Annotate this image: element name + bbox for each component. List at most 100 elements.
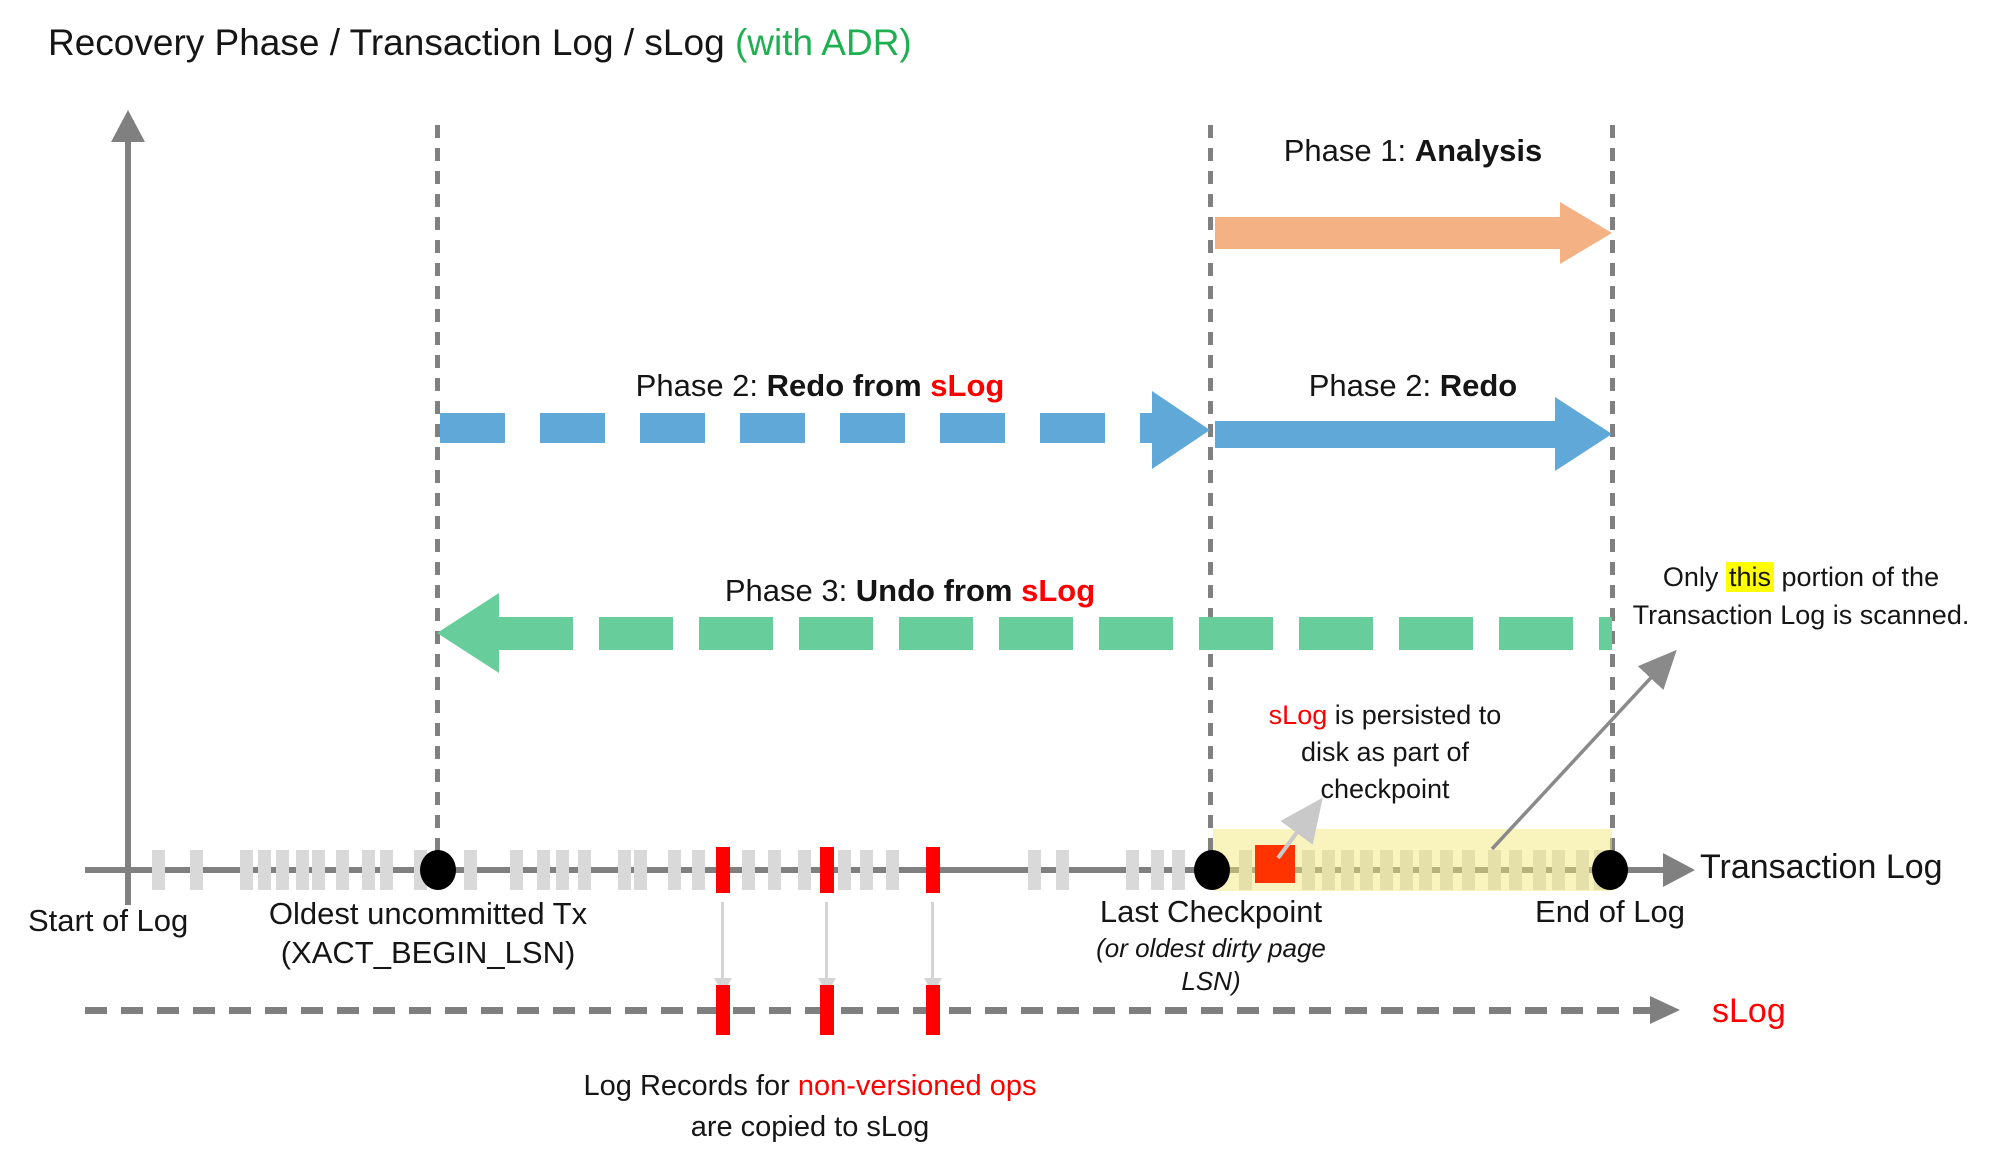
log-record-tick xyxy=(634,850,647,890)
log-record-tick xyxy=(1341,850,1354,890)
non-versioned-op-tick xyxy=(716,847,730,893)
log-record-tick xyxy=(258,850,271,890)
non-versioned-op-tick xyxy=(820,847,834,893)
phase2-slog-prefix: Phase 2: xyxy=(635,368,767,403)
log-record-tick xyxy=(838,850,851,890)
log-record-tick xyxy=(296,850,309,890)
phase1-analysis-arrow xyxy=(1215,217,1562,249)
log-record-tick xyxy=(1488,850,1501,890)
log-record-tick xyxy=(1419,850,1432,890)
persist-note: sLog is persisted to disk as part of che… xyxy=(1235,697,1535,808)
y-axis-line xyxy=(125,140,131,905)
phase2-redo-from-slog-arrowhead xyxy=(1152,391,1210,469)
persisted-slog-red-square xyxy=(1255,845,1295,883)
dashed-guide-line xyxy=(1208,125,1213,870)
scan-note-highlight: this xyxy=(1725,562,1774,592)
log-record-tick xyxy=(190,850,203,890)
log-record-tick xyxy=(618,850,631,890)
persist-note-rest: is persisted to xyxy=(1327,700,1502,730)
phase1-prefix: Phase 1: xyxy=(1283,133,1415,168)
transaction-log-line xyxy=(85,867,1663,873)
log-record-tick xyxy=(336,850,349,890)
log-record-tick xyxy=(312,850,325,890)
last-checkpoint-line3: LSN) xyxy=(1181,966,1241,996)
non-versioned-op-tick xyxy=(926,847,940,893)
title-main-text: Recovery Phase / Transaction Log / sLog xyxy=(48,22,735,63)
diagram-title: Recovery Phase / Transaction Log / sLog … xyxy=(48,22,912,64)
log-record-tick xyxy=(1028,850,1041,890)
phase2-redo-arrowhead xyxy=(1555,397,1612,471)
oldest-uncommitted-label: Oldest uncommitted Tx (XACT_BEGIN_LSN) xyxy=(228,894,628,972)
copy-note-red: non-versioned ops xyxy=(797,1070,1037,1102)
slog-record-tick xyxy=(716,985,730,1035)
log-record-tick xyxy=(510,850,523,890)
log-record-tick xyxy=(1462,850,1475,890)
oldest-uncommitted-line2: (XACT_BEGIN_LSN) xyxy=(280,935,576,970)
last-checkpoint-line2: (or oldest dirty page xyxy=(1096,933,1326,963)
log-record-tick xyxy=(1239,850,1252,890)
scan-note-pointer-arrow xyxy=(1490,649,1677,851)
log-record-tick xyxy=(1126,850,1139,890)
log-record-tick xyxy=(1509,850,1522,890)
phase2-name: Redo xyxy=(1439,368,1518,403)
log-record-tick xyxy=(362,850,375,890)
log-record-tick xyxy=(886,850,899,890)
transaction-log-arrowhead xyxy=(1663,853,1695,887)
phase3-undo-from-slog-arrow xyxy=(499,617,1612,650)
log-record-tick xyxy=(240,850,253,890)
phase2-slog-source: sLog xyxy=(930,368,1005,403)
log-record-tick xyxy=(1440,850,1453,890)
phase2-prefix: Phase 2: xyxy=(1308,368,1440,403)
phase2-slog-label: Phase 2: Redo from sLog xyxy=(430,368,1210,404)
end-of-log-label: End of Log xyxy=(1535,894,1685,929)
log-record-tick xyxy=(1151,850,1164,890)
transaction-log-label: Transaction Log xyxy=(1700,848,1943,886)
persist-note-line3: checkpoint xyxy=(1320,774,1450,804)
persist-note-line2: disk as part of xyxy=(1300,737,1470,767)
log-record-tick xyxy=(742,850,755,890)
persist-note-pointer-arrow xyxy=(1276,797,1323,860)
phase1-name: Analysis xyxy=(1414,133,1543,168)
copy-to-slog-arrow-line xyxy=(721,902,724,978)
slog-arrowhead xyxy=(1650,996,1680,1024)
dashed-guide-line xyxy=(1610,125,1615,870)
phase3-label: Phase 3: Undo from sLog xyxy=(500,573,1320,609)
scan-note-line2: Transaction Log is scanned. xyxy=(1632,600,1970,630)
copy-to-slog-arrow-line xyxy=(931,902,934,978)
start-of-log-label: Start of Log xyxy=(28,903,189,938)
log-record-tick xyxy=(276,850,289,890)
phase2-slog-action: Redo from xyxy=(766,368,931,403)
phase1-arrowhead xyxy=(1560,202,1612,264)
phase3-prefix: Phase 3: xyxy=(724,573,856,608)
persist-note-slog: sLog xyxy=(1268,700,1328,730)
log-record-tick xyxy=(578,850,591,890)
copy-note-line2: are copied to sLog xyxy=(690,1111,930,1143)
last-checkpoint-label: Last Checkpoint (or oldest dirty page LS… xyxy=(1061,892,1361,998)
log-record-tick xyxy=(692,850,705,890)
log-record-tick xyxy=(464,850,477,890)
log-record-tick xyxy=(537,850,550,890)
log-record-tick xyxy=(1533,850,1546,890)
scan-note: Only this portion of the Transaction Log… xyxy=(1602,558,2000,634)
log-record-tick xyxy=(380,850,393,890)
log-record-tick xyxy=(1576,850,1589,890)
lsn-marker-dot xyxy=(420,850,456,890)
slog-label: sLog xyxy=(1712,992,1786,1030)
log-record-tick xyxy=(1380,850,1393,890)
oldest-uncommitted-line1: Oldest uncommitted Tx xyxy=(268,896,588,931)
title-adr-text: (with ADR) xyxy=(734,22,912,63)
slog-record-tick xyxy=(820,985,834,1035)
scan-note-post: portion of the xyxy=(1773,562,1940,592)
scan-note-line1: Only this portion of the xyxy=(1602,558,2000,596)
log-record-tick xyxy=(1172,850,1185,890)
log-record-tick xyxy=(1552,850,1565,890)
log-record-tick xyxy=(1302,850,1315,890)
log-record-tick xyxy=(556,850,569,890)
copy-to-slog-arrow-line xyxy=(825,902,828,978)
slog-record-tick xyxy=(926,985,940,1035)
phase1-label: Phase 1: Analysis xyxy=(1213,133,1613,169)
copy-note-line1: Log Records for non-versioned ops xyxy=(560,1066,1060,1107)
persist-note-line1: sLog is persisted to xyxy=(1235,697,1535,734)
